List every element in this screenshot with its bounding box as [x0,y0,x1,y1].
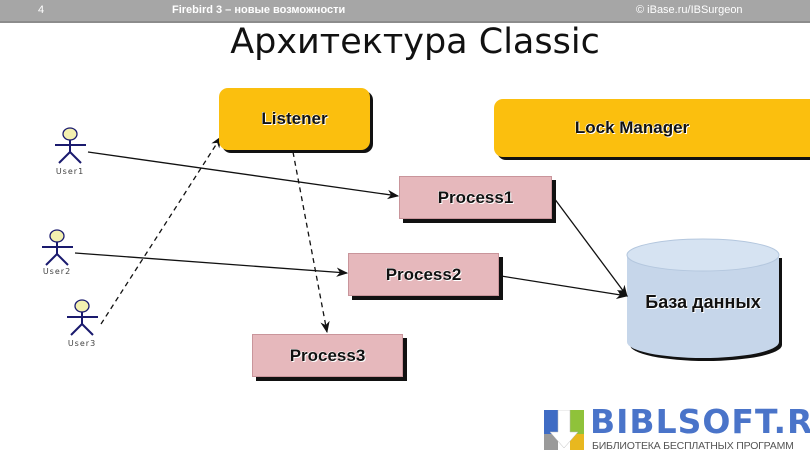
watermark-logo: BIBLSOFT.RU БИБЛИОТЕКА БЕСПЛАТНЫХ ПРОГРА… [544,402,810,456]
edge-user3-listener [100,136,222,325]
node-process3: Process3 [252,334,403,377]
stick-figure-icon [55,127,86,164]
node-label: Process2 [385,264,462,284]
node-database-label: База данных [645,292,761,312]
edge-user2-process2 [74,252,349,277]
slide-header-bar: 4 Firebird 3 – новые возможности © iBase… [0,0,810,23]
slide-copyright: © iBase.ru/IBSurgeon [636,4,743,16]
slide-number: 4 [38,4,45,16]
node-process2: Process2 [348,253,499,296]
edge-process1-database [553,197,628,297]
actor-user2: User2 [42,229,73,276]
actor-label: User2 [43,267,71,276]
node-label: Process1 [437,187,514,207]
edge-user1-process1 [87,151,400,200]
actor-user1: User1 [55,127,86,176]
download-arrow-icon [544,410,584,450]
edge-listener-process3 [292,151,330,334]
slide-subject: Firebird 3 – новые возможности [172,4,346,16]
stick-figure-icon [67,299,98,336]
node-lock-manager: Lock Manager [494,99,810,157]
node-label: Listener [261,109,328,128]
node-label: Lock Manager [574,118,690,137]
actor-label: User1 [56,167,84,176]
edge-process2-database [500,275,629,299]
database-cylinder [626,238,782,361]
actor-user3: User3 [67,299,98,348]
actor-label: User3 [68,339,96,348]
watermark-brand: BIBLSOFT.RU [590,402,810,441]
watermark-tagline: БИБЛИОТЕКА БЕСПЛАТНЫХ ПРОГРАММ [592,440,794,452]
stick-figure-icon [42,229,73,266]
slide-title: Архитектура Classic [230,22,600,62]
node-label: Process3 [289,345,366,365]
node-listener: Listener [219,88,370,150]
node-process1: Process1 [399,176,552,219]
